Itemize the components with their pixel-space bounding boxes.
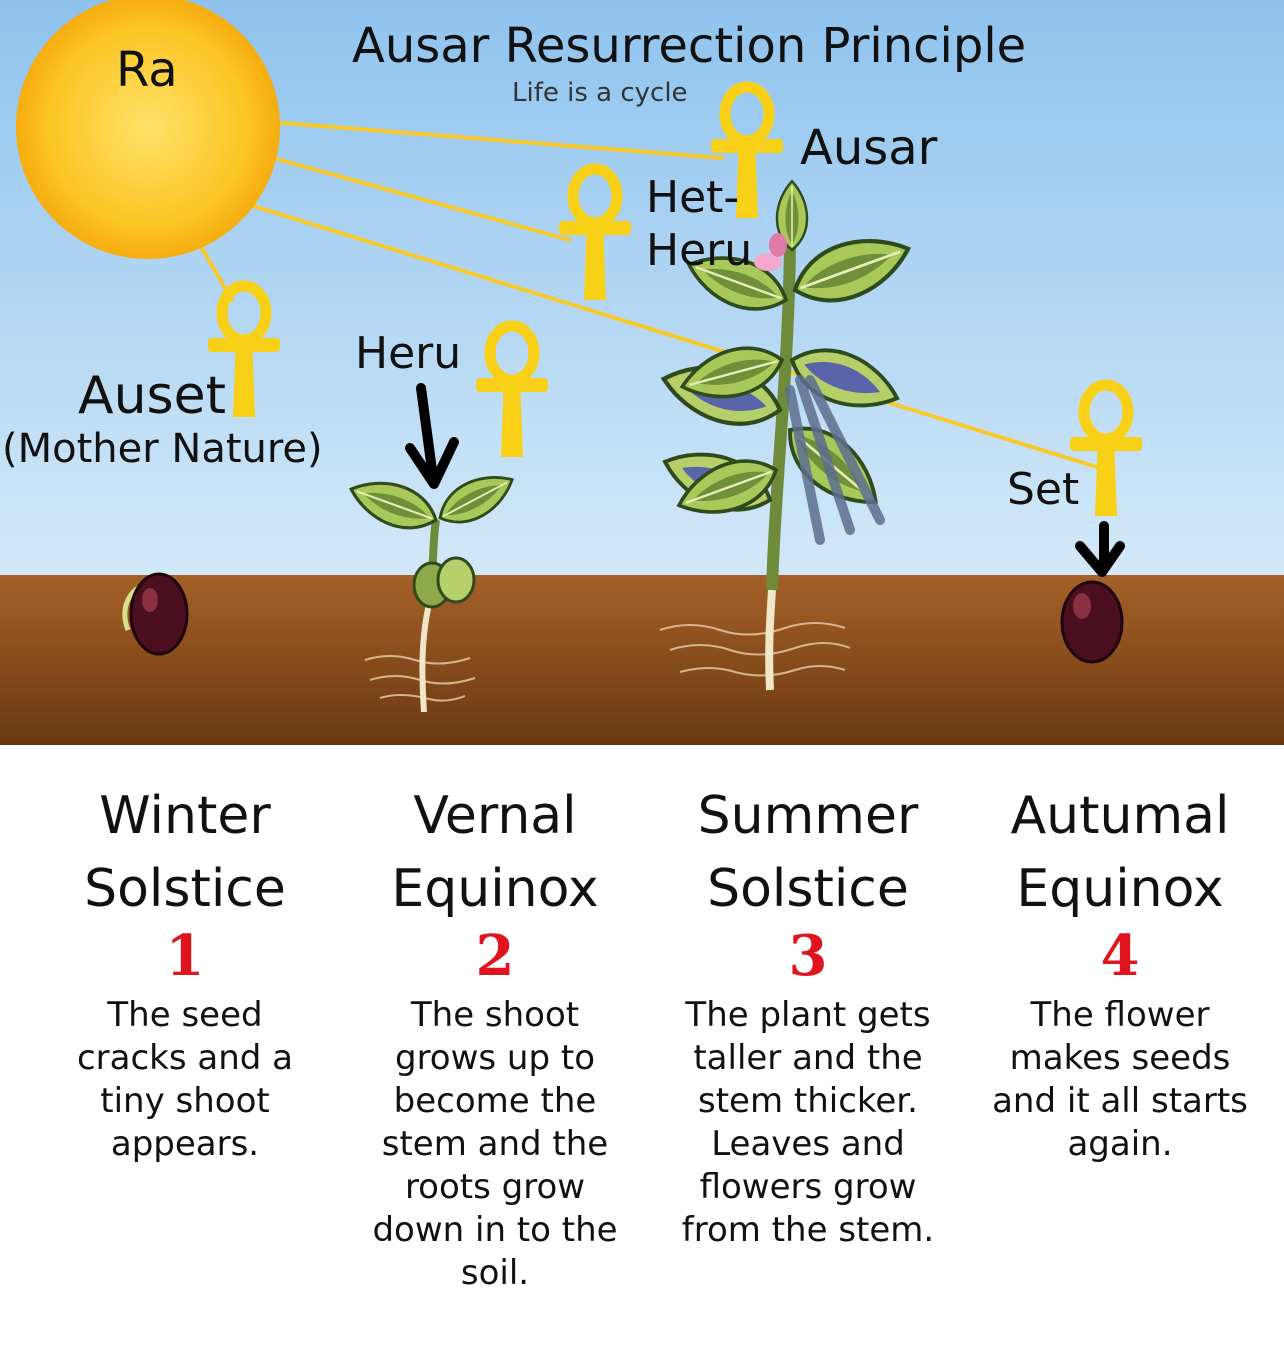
set-label: Set (1007, 464, 1080, 515)
stage-name-line1: Summer (697, 786, 919, 846)
desc-line: become the (393, 1081, 597, 1121)
desc-line: flowers grow (699, 1167, 917, 1207)
desc-line: appears. (110, 1124, 260, 1164)
desc-line: makes seeds (1009, 1038, 1231, 1078)
stage-description: The plant gets taller and the stem thick… (668, 994, 948, 1252)
diagram-subtitle: Life is a cycle (512, 78, 688, 108)
stage-name-line2: Solstice (707, 859, 909, 919)
stage-name-line2: Equinox (1016, 859, 1224, 919)
desc-line: again. (1067, 1124, 1173, 1164)
desc-line: The shoot (410, 995, 580, 1035)
stage-number: 4 (1100, 923, 1140, 989)
pink-flower (754, 233, 787, 271)
desc-line: roots grow (404, 1167, 586, 1207)
stage-name-line1: Winter (99, 786, 271, 846)
desc-line: cracks and a (76, 1038, 294, 1078)
diagram-title: Ausar Resurrection Principle (352, 18, 1027, 74)
set-arrow (1075, 521, 1125, 577)
ausar-label: Ausar (800, 120, 938, 176)
stage-description: The flower makes seeds and it all starts… (980, 994, 1260, 1166)
stage-name-line1: Autumal (1010, 786, 1230, 846)
desc-line: Leaves and (711, 1124, 905, 1164)
stage-autumal-equinox: Autumal Equinox 4 The flower makes seeds… (980, 780, 1260, 1166)
stage-summer-solstice: Summer Solstice 3 The plant gets taller … (668, 780, 948, 1252)
stage-number: 3 (788, 923, 828, 989)
ra-label: Ra (116, 42, 178, 98)
stage-description: The shoot grows up to become the stem an… (355, 994, 635, 1295)
stage-vernal-equinox: Vernal Equinox 2 The shoot grows up to b… (355, 780, 635, 1295)
grown-plant (654, 179, 918, 691)
auset-label: Auset (78, 366, 227, 426)
stage-number: 2 (475, 923, 515, 989)
stage-name-line1: Vernal (413, 786, 577, 846)
desc-line: stem and the (381, 1124, 609, 1164)
desc-line: down in to the (372, 1210, 618, 1250)
stage-name-line2: Equinox (391, 859, 599, 919)
new-seed (1060, 580, 1124, 664)
auset-sublabel: (Mother Nature) (2, 426, 323, 472)
desc-line: The flower (1030, 995, 1210, 1035)
desc-line: The plant gets (685, 995, 931, 1035)
stage-winter-solstice: Winter Solstice 1 The seed cracks and a … (40, 780, 330, 1166)
desc-line: grows up to (394, 1038, 595, 1078)
stage-name-line2: Solstice (84, 859, 286, 919)
desc-line: tiny shoot (100, 1081, 270, 1121)
stage-number: 1 (165, 923, 205, 989)
desc-line: from the stem. (681, 1210, 935, 1250)
desc-line: stem thicker. (698, 1081, 918, 1121)
desc-line: and it all starts (992, 1081, 1248, 1121)
desc-line: The seed (107, 995, 263, 1035)
scene-illustration (0, 0, 1284, 745)
het-heru-label-line1: Het- (646, 172, 740, 223)
sun (16, 0, 280, 259)
heru-arrow (405, 383, 459, 489)
het-heru-label-line2: Heru (646, 225, 753, 276)
seedling (342, 462, 522, 713)
desc-line: soil. (460, 1253, 530, 1293)
stage-description: The seed cracks and a tiny shoot appears… (40, 994, 330, 1166)
heru-label: Heru (355, 328, 462, 379)
seed-cracking (122, 572, 189, 656)
desc-line: taller and the (693, 1038, 923, 1078)
